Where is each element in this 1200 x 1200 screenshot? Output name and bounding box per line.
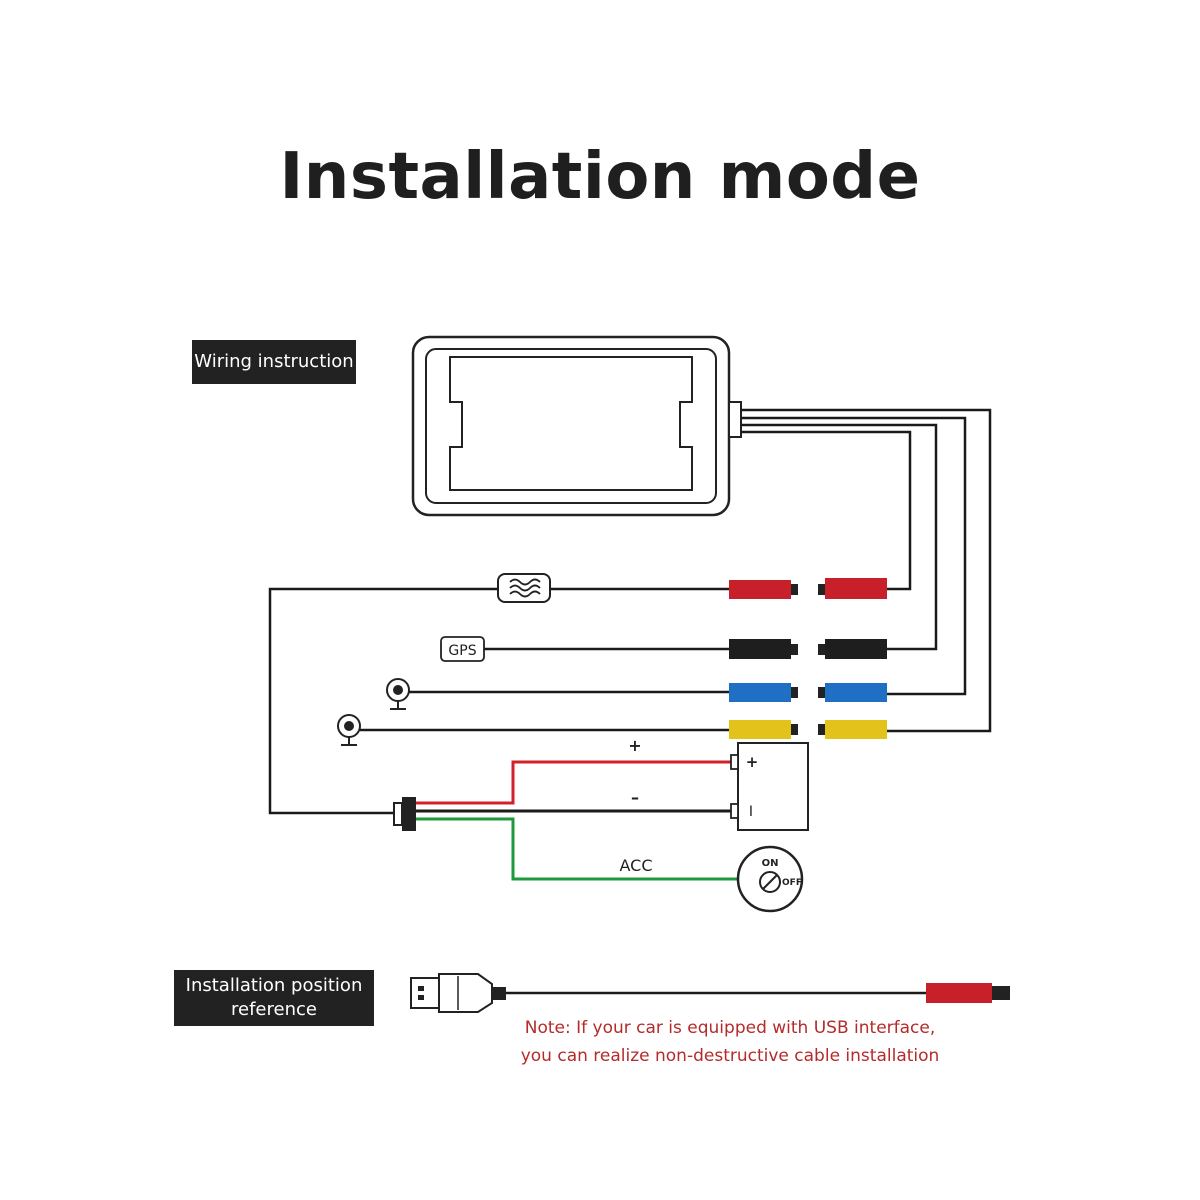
front-camera-icon [386,678,410,710]
installation-position-line1: Installation position [185,975,363,996]
usb-note-line-1: Note: If your car is equipped with USB i… [524,1018,936,1038]
usb-note-line-2: you can realize non-destructive cable in… [520,1046,940,1066]
battery-minus-terminal: I [749,804,753,820]
gps-antenna-icon: GPS [440,636,485,662]
power-plug-icon [393,797,416,831]
fuse-icon [497,573,551,603]
positive-sign: + [628,736,641,755]
blue-connector-pair [729,683,887,702]
gps-label: GPS [448,643,476,659]
usb-plug-icon [410,973,506,1013]
battery-positive-wire [416,760,731,805]
wire-bundle [741,408,992,733]
switch-off-label: OFF [782,878,802,888]
switch-on-label: ON [762,858,779,869]
rear-camera-icon [337,714,361,746]
black-connector-pair [729,639,887,659]
power-wire [268,587,731,815]
installation-position-label: Installation position reference [174,970,374,1026]
wiring-instruction-text: Wiring instruction [194,351,354,372]
wiring-instruction-label: Wiring instruction [192,340,356,384]
page-title: Installation mode [279,140,921,214]
usb-cable-connector [926,983,1010,1003]
installation-position-line2: reference [231,999,317,1020]
installation-position-text: Installation position reference [186,974,363,1022]
dashcam-device-icon [411,335,742,517]
acc-label: ACC [619,856,652,875]
negative-sign: – [631,788,639,807]
battery-plus-terminal: + [746,753,759,771]
red-connector-pair [729,578,887,599]
car-battery-icon: + I [730,742,809,831]
ignition-switch-icon: ON OFF [736,845,804,913]
yellow-connector-pair [729,720,887,739]
acc-wire [416,817,740,881]
